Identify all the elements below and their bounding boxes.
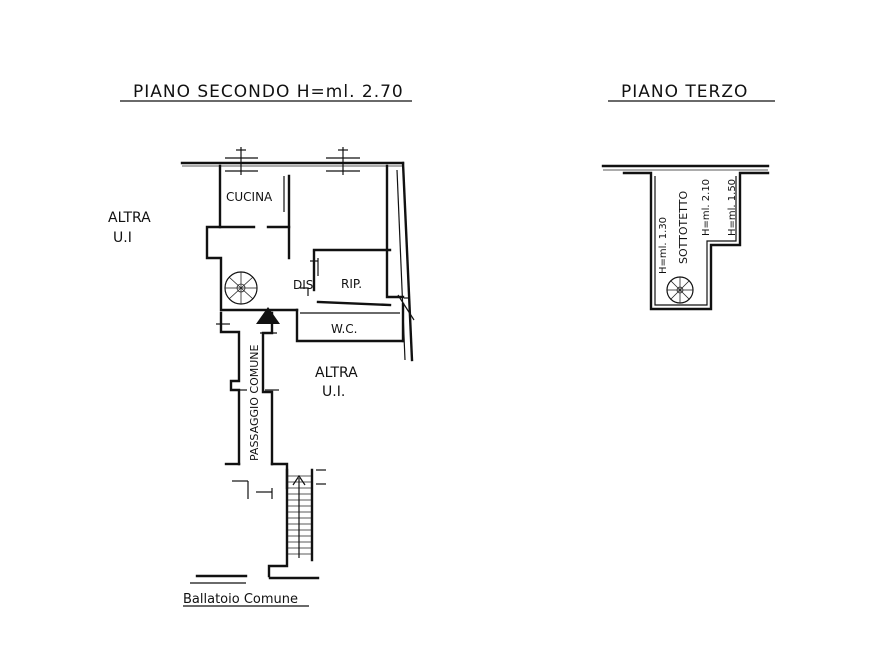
entrance-arrow (256, 307, 280, 324)
window-wc (397, 294, 415, 321)
title-third-floor: PIANO TERZO (621, 82, 748, 102)
shared-passage (190, 311, 326, 584)
room-label-kitchen: CUCINA (226, 190, 273, 204)
neighbor-right-line2: U.I. (322, 384, 345, 400)
neighbor-left-line2: U.I (113, 230, 132, 246)
shared-balcony-label: Ballatoio Comune (183, 592, 298, 607)
title-second-floor: PIANO SECONDO H=ml. 2.70 (133, 82, 404, 102)
attic-height-mid: H=ml. 2.10 (701, 179, 712, 236)
window-living (326, 147, 360, 175)
straight-staircase (267, 468, 326, 578)
attic-height-high: H=ml. 1.50 (727, 179, 738, 236)
third-floor-plan (601, 164, 770, 311)
second-floor-plan (180, 147, 415, 362)
neighbor-left-line1: ALTRA (108, 210, 151, 226)
shared-passage-label: PASSAGGIO COMUNE (248, 344, 261, 461)
room-label-wc: W.C. (331, 322, 358, 336)
window-kitchen (225, 147, 258, 175)
attic-label: SOTTOTETTO (677, 191, 690, 264)
room-label-storage: RIP. (341, 277, 362, 291)
attic-spiral-staircase (666, 276, 694, 304)
room-label-hall: DIS (293, 278, 313, 292)
neighbor-right-line1: ALTRA (315, 365, 358, 381)
spiral-staircase (224, 271, 258, 305)
attic-height-low: H=ml. 1.30 (658, 217, 669, 274)
